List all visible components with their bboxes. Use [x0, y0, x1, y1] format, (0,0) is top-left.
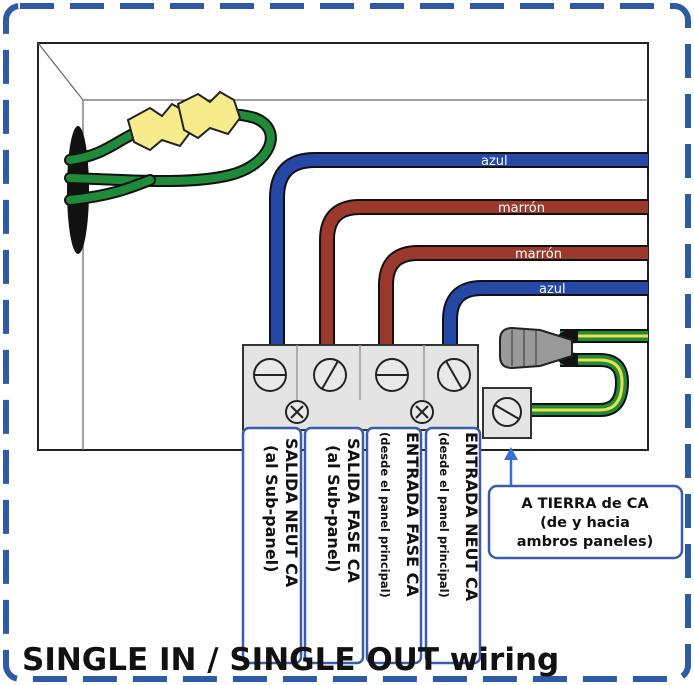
wire-label-azul-1: azul	[481, 154, 508, 169]
wire-marron-inner	[378, 245, 648, 360]
label-box-3	[365, 426, 423, 665]
terminal-label-3: ENTRADA FASE CA	[403, 432, 422, 597]
wire-label-azul-2: azul	[539, 282, 566, 297]
ground-callout-line1: A TIERRA de CA	[521, 496, 649, 512]
ground-arrow	[504, 447, 518, 486]
label-box-1	[241, 426, 303, 665]
terminal-screw-4	[437, 358, 471, 392]
ground-callout-line2: (de y hacia	[540, 515, 630, 531]
wire-azul-outer	[269, 152, 648, 360]
mounting-screw-left	[285, 400, 309, 424]
terminal-label-2: SALIDA FASE CA	[344, 438, 363, 584]
terminal-screw-2	[313, 358, 347, 392]
ground-callout-line3: ambros paneles)	[517, 534, 653, 550]
terminal-sublabel-4: (desde el panel principal)	[437, 432, 451, 598]
terminal-label-1: SALIDA NEUT CA	[282, 438, 301, 588]
wire-azul-inner	[442, 280, 648, 360]
wire-label-marron-1: marrón	[498, 201, 545, 216]
wire-marron-outer	[319, 199, 648, 360]
outer-frame	[3, 3, 691, 682]
ground-callout-box	[487, 484, 684, 560]
ground-wire	[520, 329, 648, 417]
wire-label-marron-2: marrón	[515, 247, 562, 262]
label-box-4	[424, 426, 482, 665]
terminal-label-4: ENTRADA NEUT CA	[462, 432, 481, 602]
terminal-screw-3	[375, 358, 409, 392]
knockout-hole	[67, 126, 89, 254]
terminal-sublabel-3: (desde el panel principal)	[378, 432, 392, 598]
mounting-screw-right	[410, 400, 434, 424]
ground-terminal	[482, 387, 532, 439]
diagram-title: SINGLE IN / SINGLE OUT wiring	[22, 642, 559, 678]
wire-nut-connector	[126, 90, 242, 152]
ground-wire-nut	[499, 326, 573, 370]
label-box-2	[303, 426, 365, 665]
terminal-sublabel-1: (al Sub-panel)	[262, 445, 281, 572]
terminal-block	[242, 344, 479, 431]
terminal-screw-1	[253, 358, 287, 392]
terminal-sublabel-2: (al Sub-panel)	[324, 445, 343, 572]
